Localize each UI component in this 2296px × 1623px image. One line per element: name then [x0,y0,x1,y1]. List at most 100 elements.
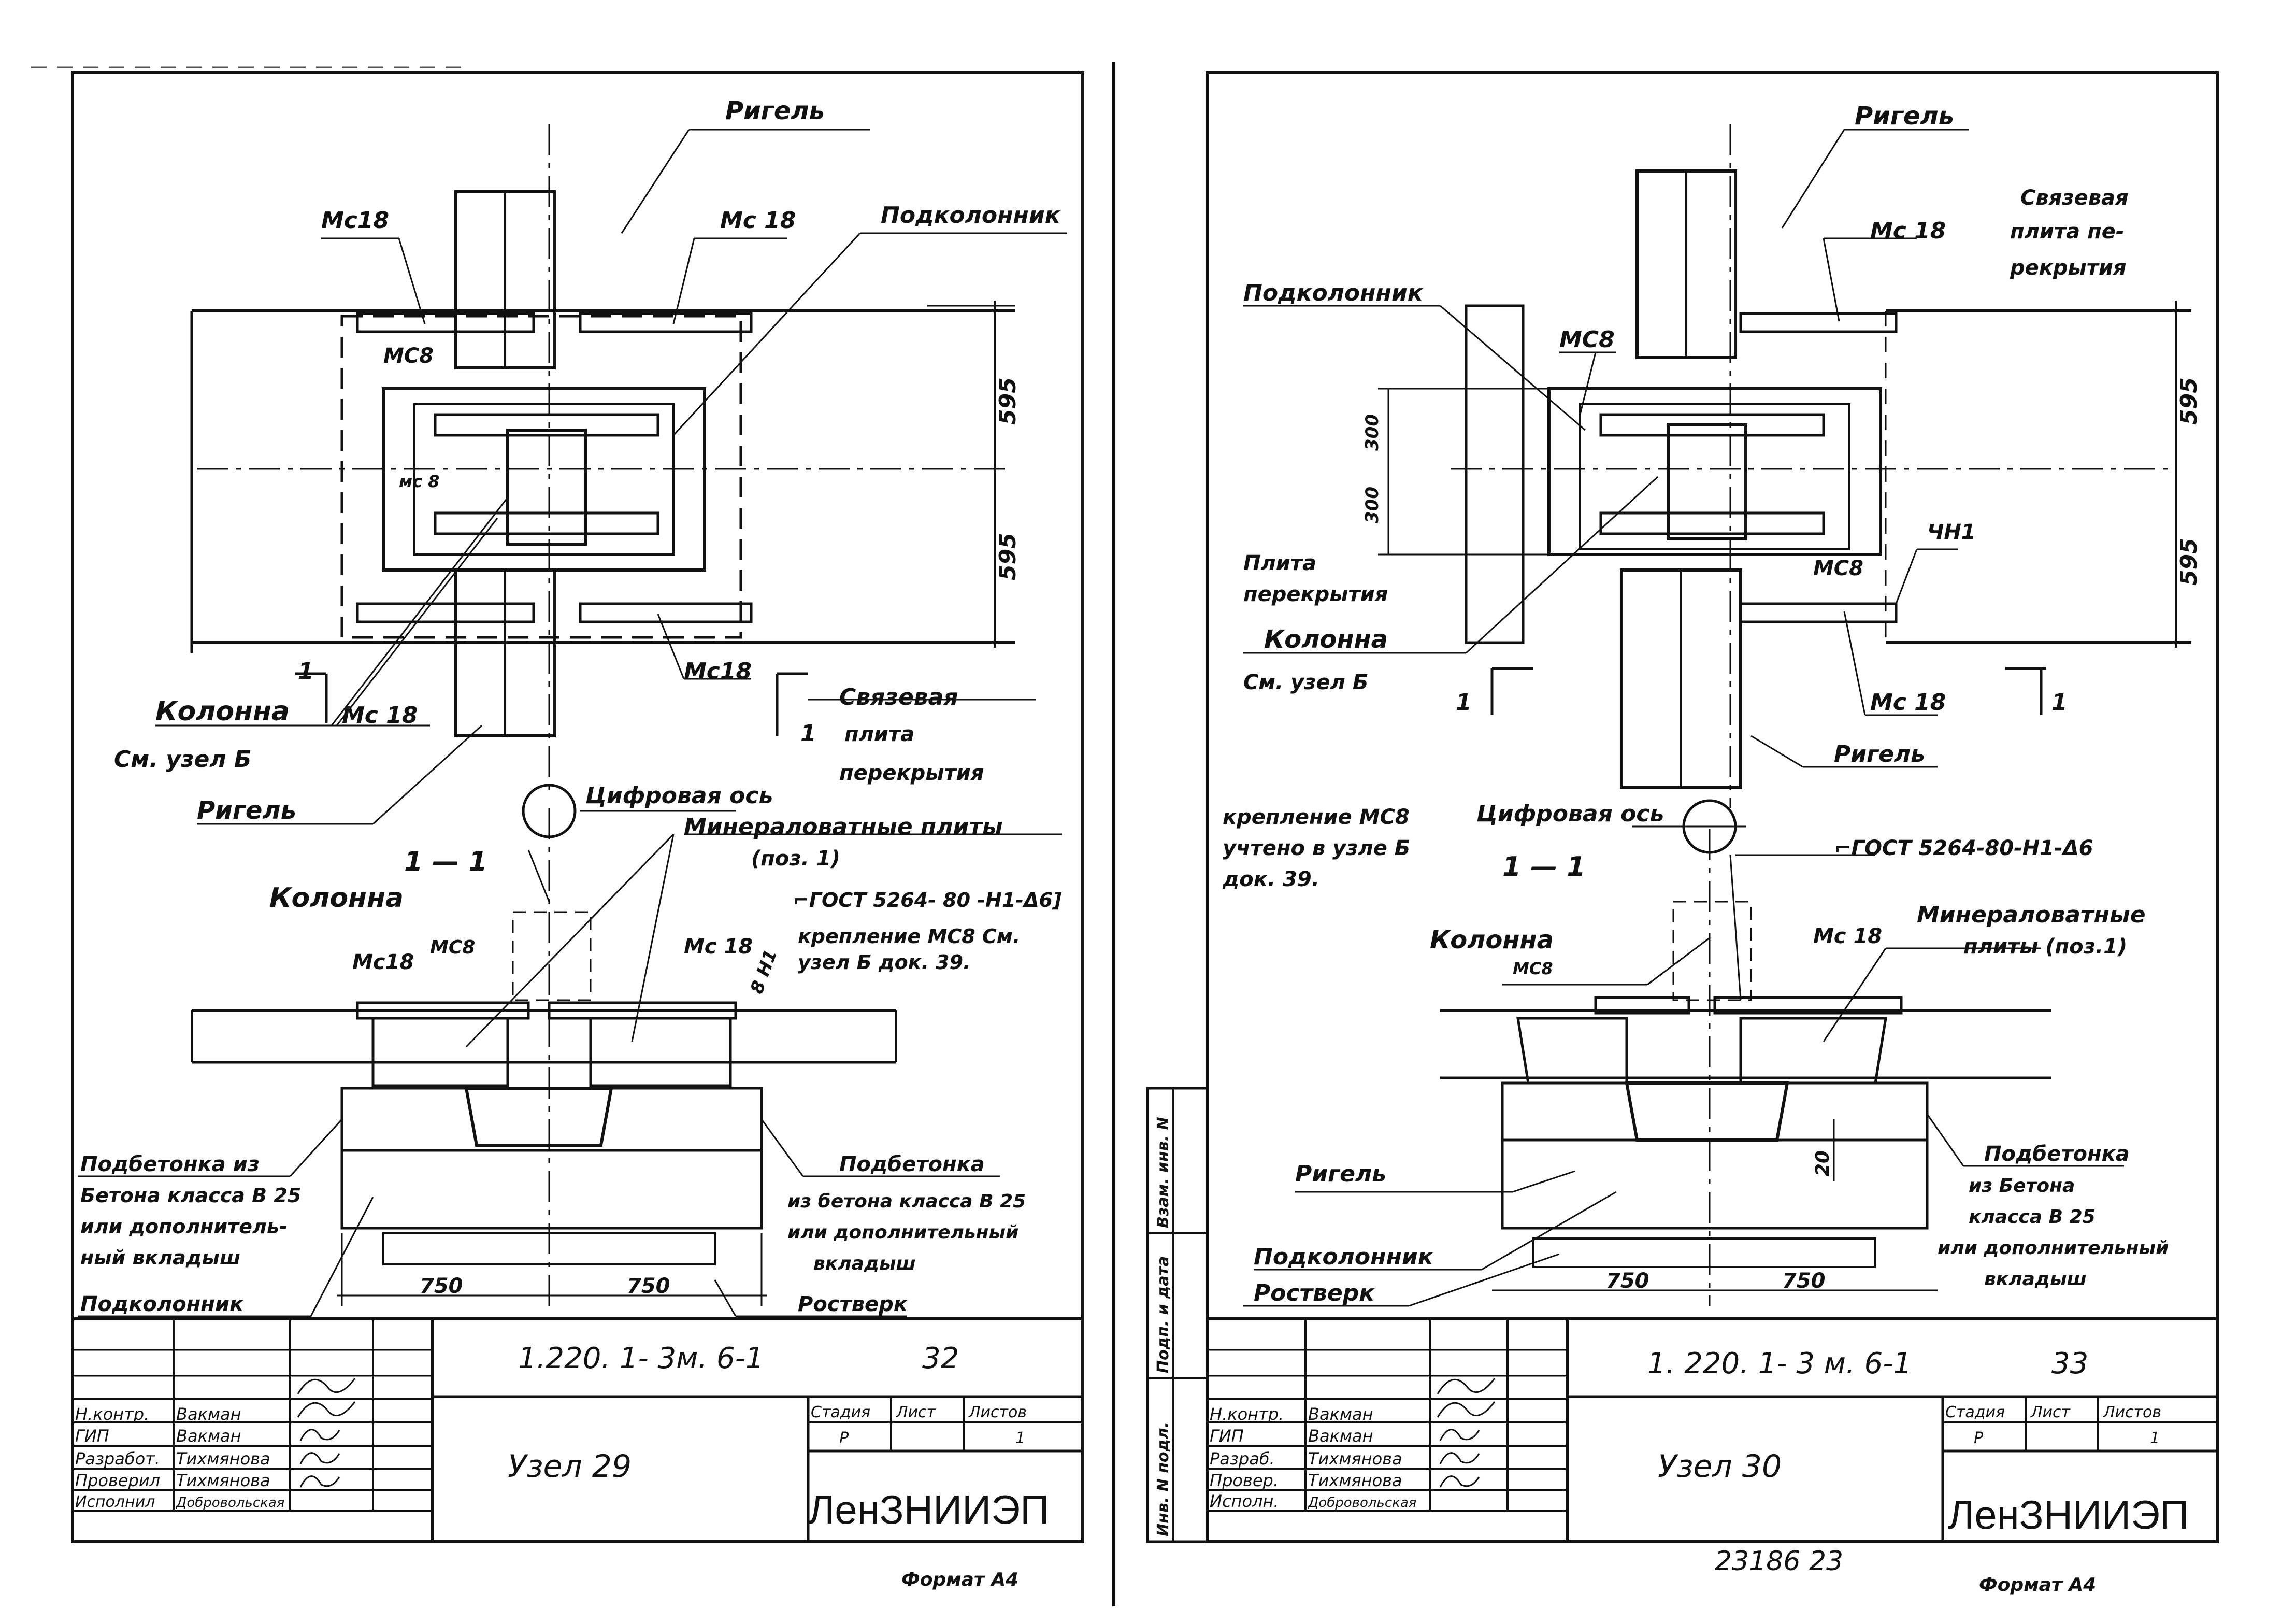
role-4-left: Проверил [75,1471,160,1490]
label-podb-l-1: Подбетонка из [80,1152,260,1176]
role-1-left: Н.контр. [75,1404,149,1424]
label-podb-l-2: Бетона класса В 25 [80,1184,301,1207]
label-krep-2: узел Б док. 39. [798,951,970,974]
label-krep-3-r: док. 39. [1222,867,1319,891]
label-kolonna-section-r: Колонна [1430,926,1554,955]
label-ms18-a-r: Мс 18 [1870,218,1946,244]
col-sheet-right: Лист [2030,1403,2071,1421]
label-podkolonnik-r: Подколонник [1243,280,1424,306]
dim-595-upper: 595 [995,377,1021,425]
name-4-right: Тихмянова [1308,1471,1402,1490]
name-1-right: Вакман [1308,1404,1373,1424]
label-ms18-f: Мс 18 [684,935,753,959]
label-podkolonnik-top: Подколонник [881,202,1061,229]
dim-300-b: 300 [1362,487,1383,523]
label-krep-1: крепление МС8 См. [798,925,1020,948]
col-stage-right: Стадия [1945,1403,2005,1421]
label-axis: Цифровая ось [585,782,773,809]
sheets-total-right: 1 [2150,1429,2160,1447]
dim-595-upper-r: 595 [2176,377,2202,425]
label-plita-1: Плита [1243,551,1316,575]
sheets-total-left: 1 [1015,1429,1025,1447]
label-svyaz-3: перекрытия [839,761,984,785]
label-rostverk: Ростверк [798,1292,908,1316]
label-rigel-top: Ригель [725,96,825,125]
org-name-left: ЛенЗНИИЭП [808,1487,1049,1532]
col-sheets-left: Листов [968,1403,1027,1421]
label-ms8-b: мс 8 [399,472,440,491]
label-ms8-c-r: МС8 [1513,959,1553,978]
label-svyaz-2-r: плита пе- [2010,220,2124,244]
label-kolonna-r: Колонна [1264,625,1388,654]
label-rigel-section-r: Ригель [1295,1161,1386,1187]
dim-750-a: 750 [420,1274,463,1298]
node-title-right: Узел 30 [1658,1448,1782,1485]
name-2-left: Вакман [176,1426,241,1446]
doc-code-left: 1.220. 1- 3м. 6-1 [518,1342,764,1375]
dim-595-lower: 595 [995,533,1021,580]
label-ms8-a: МС8 [383,344,434,368]
label-ms18-b-r: Мс 18 [1870,689,1946,716]
label-krep-2-r: учтено в узле Б [1223,836,1410,860]
dim-750-b: 750 [627,1274,670,1298]
role-5-right: Исполн. [1210,1491,1279,1511]
label-rostverk-r: Ростверк [1254,1280,1375,1306]
label-ms18-d: Мс 18 [342,702,418,729]
section-mark-left-r: 1 [1456,689,1472,716]
sheet-number-right: 33 [2051,1347,2088,1380]
label-mineral-1-r: Минераловатные [1917,902,2146,928]
label-ms8-b-r: МС8 [1813,557,1863,580]
dim-750-a-r: 750 [1606,1269,1649,1293]
label-podkolonnik-bottom: Подколонник [80,1292,244,1316]
plan-view-left [155,124,1067,838]
title-block-left [73,1317,1083,1542]
label-podb-r-3: или дополнительный [787,1222,1018,1243]
dim-300-a: 300 [1362,414,1383,451]
label-rigel-top-r: Ригель [1855,102,1954,131]
label-svyaz-3-r: рекрытия [2010,256,2127,280]
section-mark-left: 1 [298,658,314,685]
role-4-right: Провер. [1210,1471,1279,1490]
role-2-right: ГИП [1210,1426,1244,1446]
label-podkolonnik-bottom-r: Подколонник [1254,1244,1434,1270]
archive-number: 23186 23 [1715,1546,1843,1577]
sheet-right [1146,71,2219,1543]
dim-750-b-r: 750 [1782,1269,1826,1293]
text-left: Ригель Мс18 Мс 18 Подколонник МС8 мс 8 5… [75,96,1062,1590]
plan-view-right [1243,124,2191,854]
label-podb-r-1: Подбетонка [839,1152,985,1176]
role-5-left: Исполнил [75,1493,155,1511]
label-ms8-a-r: МС8 [1559,326,1615,353]
section-view-left [78,808,1062,1317]
label-ms8-c: МС8 [430,937,475,958]
section-mark-right-r: 1 [2051,689,2068,716]
label-ms18-b: Мс 18 [720,207,796,234]
name-4-left: Тихмянова [176,1471,270,1490]
label-mineral-1: Минераловатные плиты [684,814,1003,840]
title-block-right [1207,1317,2217,1542]
label-rigel-bottom-r: Ригель [1834,741,1925,767]
node-title-left: Узел 29 [508,1448,632,1485]
label-svyaz-1: Связевая [839,684,958,710]
label-kolonna: Колонна [155,696,290,727]
label-podb-l-4: ный вкладыш [80,1246,240,1269]
label-podb-l-3: или дополнитель- [80,1215,288,1238]
text-right: Ригель Связевая плита пе- рекрытия Мс 18… [1154,102,2202,1596]
sheet-number-left: 32 [922,1342,959,1375]
label-plita-2: перекрытия [1243,582,1388,606]
label-ms18-c: Мс18 [684,658,752,685]
label-podb-4-r: или дополнительный [1938,1237,2169,1259]
role-1-right: Н.контр. [1210,1404,1284,1424]
label-ms18-e: Мс18 [352,950,414,974]
label-gost: ⌐ГОСТ 5264- 80 -Н1-Δ6] [793,889,1062,912]
name-3-left: Тихмянова [176,1449,270,1469]
col-stage-left: Стадия [811,1403,870,1421]
name-5-right: Добровольская [1308,1495,1416,1511]
org-name-right: ЛенЗНИИЭП [1948,1492,2189,1537]
label-rigel-bottom: Ригель [197,796,296,825]
label-chn: ЧН1 [1927,520,1976,544]
label-podb-r-4: вкладыш [813,1253,916,1274]
name-3-right: Тихмянова [1308,1449,1402,1469]
role-2-left: ГИП [75,1426,109,1446]
